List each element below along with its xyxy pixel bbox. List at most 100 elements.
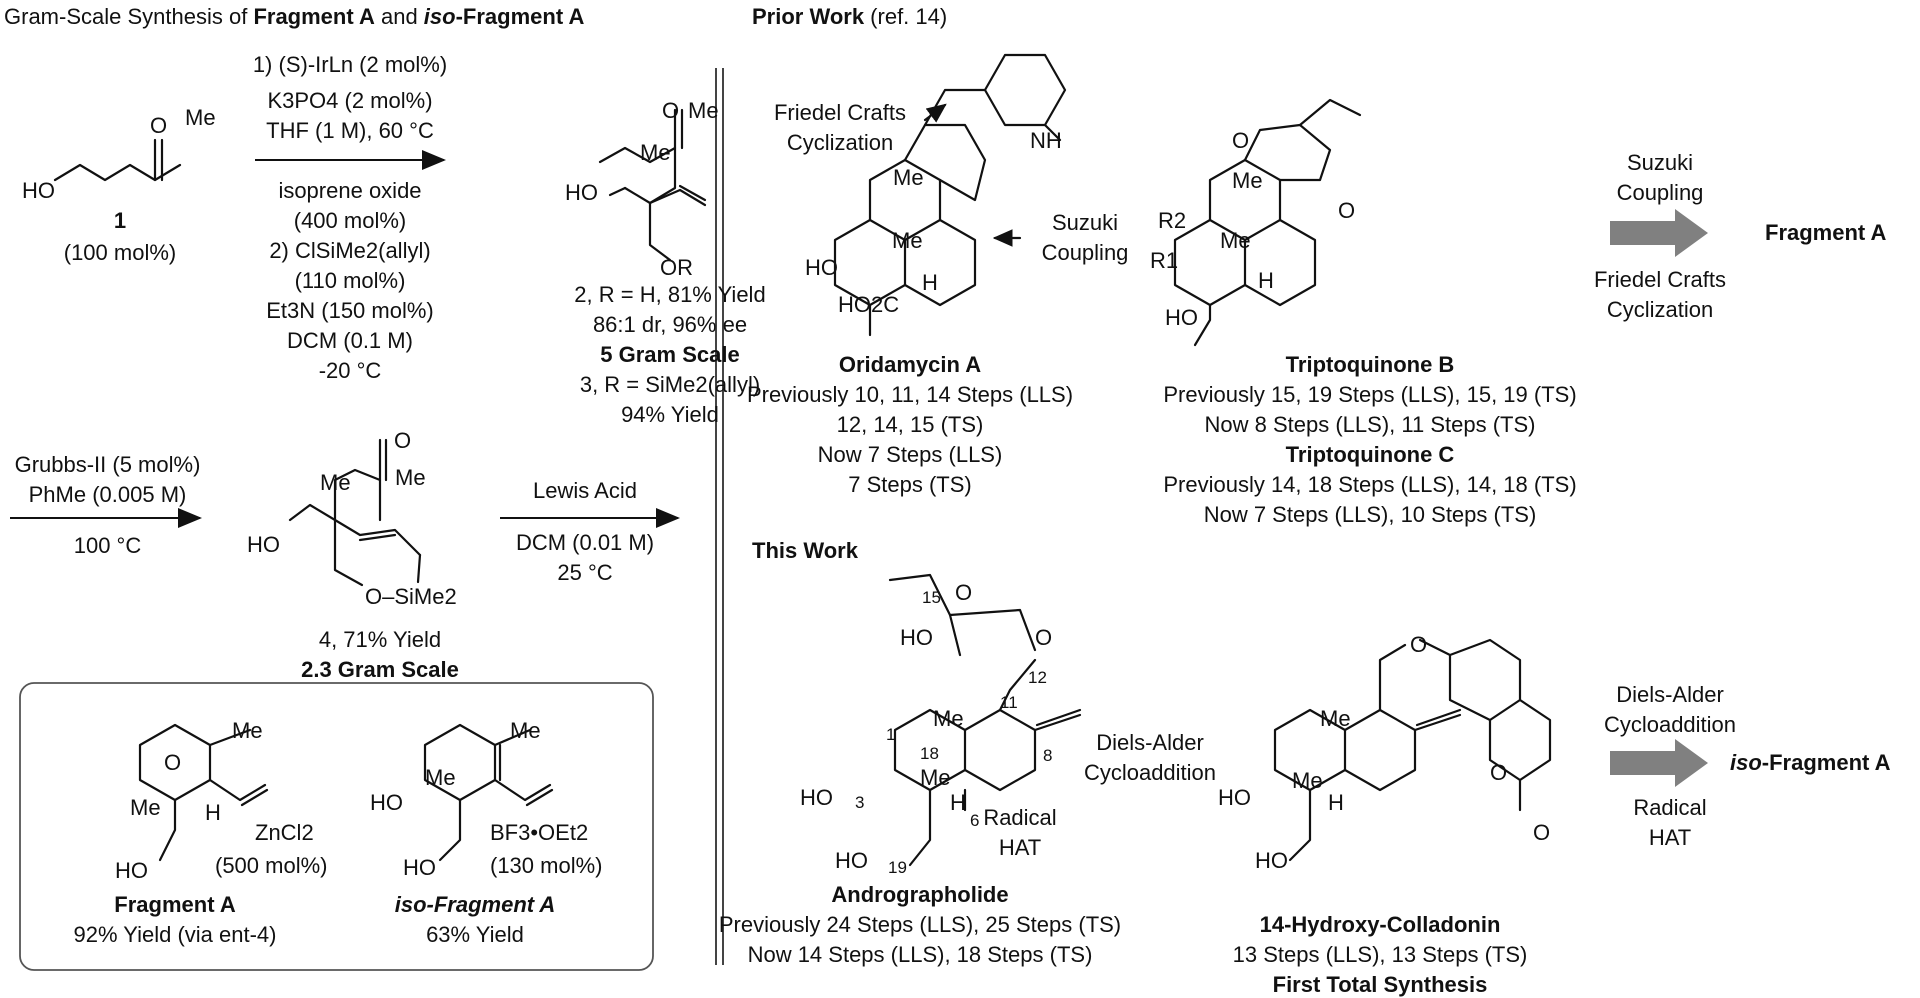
atom-label-ho: HO	[900, 625, 933, 650]
this-target-iso-fragment-a: iso-Fragment A	[1730, 750, 1891, 776]
andro-rad-label-1: Radical	[983, 805, 1057, 830]
this-work-header: This Work	[752, 538, 858, 563]
andrographolide-name: Andrographolide	[831, 882, 1009, 907]
compound-4-structure	[288, 438, 422, 587]
atom-label-ho: HO	[247, 532, 280, 557]
triptoquinone-c-name: Triptoquinone C	[1285, 442, 1455, 467]
atom-label-nh: NH	[1030, 128, 1062, 153]
atom-number-3: 3	[855, 793, 865, 812]
prior-arrow-below-1: Friedel Crafts	[1593, 267, 1727, 292]
andro-rad-label-2: HAT	[998, 835, 1042, 860]
step1-cond-b4: (110 mol%)	[294, 268, 406, 293]
step2-cond-a2: PhMe (0.005 M)	[28, 482, 187, 507]
oridamycin-a-structure	[833, 53, 1067, 337]
atom-label-o: O	[1338, 198, 1356, 223]
atom-label-o: O	[955, 580, 973, 605]
suzuki-label-1: Suzuki	[1051, 210, 1119, 235]
triptoquinone-c-line1: Previously 14, 18 Steps (LLS), 14, 18 (T…	[1163, 472, 1577, 497]
this-arrow-below-2: HAT	[1648, 825, 1692, 850]
atom-label-me: Me	[232, 718, 263, 743]
prior-work-ref: (ref. 14)	[864, 4, 948, 29]
step1-cond-a1: 1) (S)-IrLn (2 mol%)	[252, 52, 448, 77]
atom-label-ho: HO	[565, 180, 598, 205]
oridamycin-line4: 7 Steps (TS)	[848, 472, 972, 497]
atom-number-1: 1	[886, 725, 896, 744]
triptoquinone-b-line2: Now 8 Steps (LLS), 11 Steps (TS)	[1204, 412, 1536, 437]
compound-3-line5: 94% Yield	[621, 402, 719, 427]
bold-arrow-fragment-a	[1610, 209, 1708, 257]
atom-label-me: Me	[933, 706, 964, 731]
step1-cond-b6: DCM (0.1 M)	[287, 328, 413, 353]
atom-label-ho: HO	[403, 855, 436, 880]
atom-label-o: O	[164, 750, 182, 775]
suzuki-label-2: Coupling	[1041, 240, 1129, 265]
this-arrow-above-2: Cycloaddition	[1603, 712, 1737, 737]
step1-cond-b1: isoprene oxide	[278, 178, 422, 203]
atom-number-12: 12	[1028, 668, 1047, 687]
step1-cond-b3: 2) ClSiMe2(allyl)	[269, 238, 431, 263]
atom-label-o: O	[1035, 625, 1053, 650]
iso-fragment-a-name: iso-Fragment A	[394, 892, 556, 917]
atom-label-r2: R2	[1158, 208, 1187, 233]
step1-cond-a3: THF (1 M), 60 °C	[266, 118, 434, 143]
atom-label-me: Me	[510, 718, 541, 743]
fragment-a-name: Fragment A	[114, 892, 236, 917]
atom-label-o: O	[1490, 760, 1508, 785]
step3-cond-b2: 25 °C	[557, 560, 613, 585]
compound-2-line3: 5 Gram Scale	[600, 342, 740, 367]
compound-2-line2: 86:1 dr, 96% ee	[592, 312, 748, 337]
oridamycin-name: Oridamycin A	[838, 352, 982, 377]
step3-cond-b1: DCM (0.01 M)	[515, 530, 655, 555]
step1-cond-b7: -20 °C	[318, 358, 382, 383]
atom-label-or: OR	[660, 255, 693, 280]
atom-label-me: Me	[395, 465, 426, 490]
atom-label-me: Me	[640, 140, 671, 165]
atom-label-o: O	[394, 428, 412, 453]
left-title-iso-rest: -Fragment A	[455, 4, 585, 29]
fragment-a-yield: 92% Yield (via ent-4)	[73, 922, 277, 947]
prior-work-title: Prior Work	[752, 4, 865, 29]
prior-arrow-above-2: Coupling	[1616, 180, 1704, 205]
atom-label-ho: HO	[1218, 785, 1251, 810]
compound-1-amount: (100 mol%)	[63, 240, 177, 265]
triptoquinone-b-name: Triptoquinone B	[1285, 352, 1455, 377]
atom-label-me: Me	[1220, 228, 1251, 253]
iso-fragment-a-structure	[423, 723, 554, 862]
atom-label-o: O	[662, 98, 680, 123]
atom-number-8: 8	[1043, 746, 1053, 765]
andro-da-label-1: Diels-Alder	[1096, 730, 1204, 755]
step1-cond-b5: Et3N (150 mol%)	[266, 298, 434, 323]
compound-4-line1: 4, 71% Yield	[318, 627, 442, 652]
colladonin-line1: 13 Steps (LLS), 13 Steps (TS)	[1232, 942, 1528, 967]
left-title-iso: iso	[423, 4, 456, 29]
atom-label-ho: HO	[370, 790, 403, 815]
step3-cond-a1: Lewis Acid	[533, 478, 637, 503]
atom-label-h: H	[205, 800, 221, 825]
bf3-amount: (130 mol%)	[490, 853, 603, 878]
oridamycin-line1: Previously 10, 11, 14 Steps (LLS)	[746, 382, 1074, 407]
this-target-iso: iso	[1730, 750, 1762, 775]
atom-label-r1: R1	[1150, 248, 1179, 273]
atom-label-h: H	[922, 270, 938, 295]
bold-arrow-iso-fragment-a	[1610, 739, 1708, 787]
this-arrow-above-1: Diels-Alder	[1616, 682, 1724, 707]
oridamycin-line3: Now 7 Steps (LLS)	[817, 442, 1003, 467]
atom-number-18: 18	[920, 744, 939, 763]
andrographolide-structure	[888, 573, 1082, 867]
compound-2-line1: 2, R = H, 81% Yield	[574, 282, 766, 307]
step2-cond-b1: 100 °C	[73, 533, 142, 558]
scheme-graphics	[10, 53, 1708, 971]
atom-label-ho: HO	[1165, 305, 1198, 330]
atom-label-h: H	[1258, 268, 1274, 293]
bf3-label: BF3•OEt2	[490, 820, 589, 845]
compound-1-structure	[53, 138, 182, 182]
atom-label-o: O	[150, 113, 168, 138]
iso-fragment-a-yield: 63% Yield	[426, 922, 524, 947]
prior-target-fragment-a: Fragment A	[1765, 220, 1887, 245]
atom-label-me: Me	[130, 795, 161, 820]
atom-label-ho: HO	[1255, 848, 1288, 873]
colladonin-line2: First Total Synthesis	[1272, 972, 1488, 997]
atom-label-me: Me	[892, 228, 923, 253]
andro-da-label-2: Cycloaddition	[1083, 760, 1217, 785]
atom-label-me: Me	[1292, 768, 1323, 793]
